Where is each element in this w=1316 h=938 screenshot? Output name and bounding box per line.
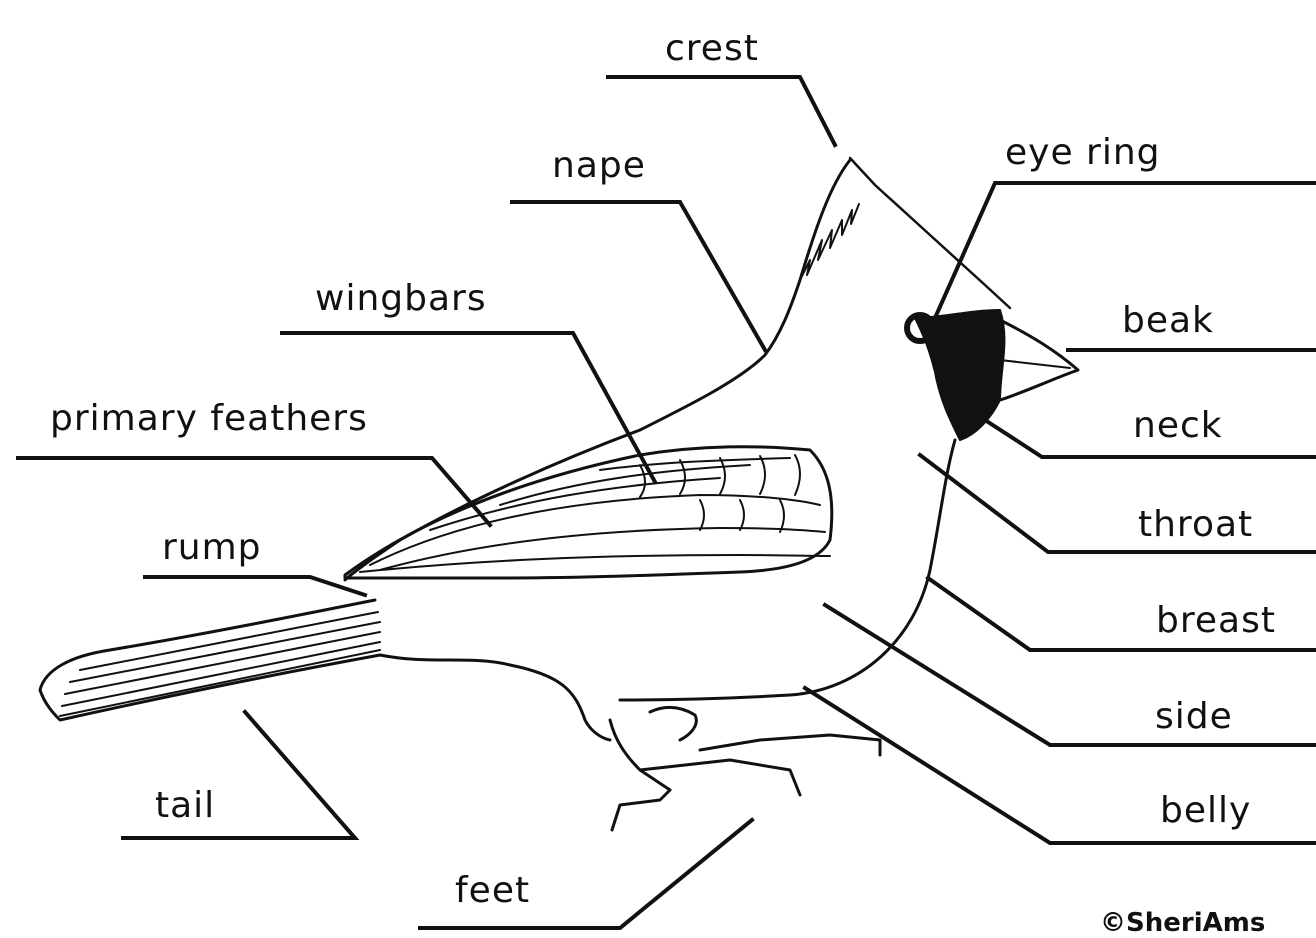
leader-line-rump [145, 577, 365, 595]
bird-face-mask [915, 310, 1004, 440]
bird-beak-shape [1000, 320, 1078, 400]
label-feet: feet [455, 870, 530, 911]
label-neck: neck [1133, 405, 1223, 446]
bird-outline-throat-front [620, 440, 955, 700]
label-throat: throat [1138, 504, 1253, 545]
leader-line-eye-ring [935, 183, 1316, 318]
label-side: side [1155, 696, 1233, 737]
label-beak: beak [1122, 300, 1214, 341]
label-primary-feathers: primary feathers [50, 398, 368, 439]
copyright-notice: ©SheriAms [1100, 908, 1265, 938]
bird-nape-spikes [800, 204, 859, 280]
leader-line-primary-feathers [18, 458, 490, 525]
label-tail: tail [155, 785, 215, 826]
leader-line-throat [920, 455, 1316, 552]
bird-outline-belly-lower [380, 655, 610, 740]
label-nape: nape [552, 145, 646, 186]
leader-line-nape [512, 202, 765, 350]
label-wingbars: wingbars [315, 278, 487, 319]
bird-beak-split [1000, 360, 1070, 368]
label-crest: crest [665, 28, 759, 69]
bird-outline-crest [850, 158, 1010, 308]
bird-legs [610, 707, 880, 830]
label-belly: belly [1160, 790, 1251, 831]
label-breast: breast [1156, 600, 1276, 641]
bird-wing-feathers [360, 458, 830, 572]
leader-line-crest [608, 77, 835, 145]
label-rump: rump [162, 527, 262, 568]
label-eye-ring: eye ring [1005, 132, 1161, 173]
